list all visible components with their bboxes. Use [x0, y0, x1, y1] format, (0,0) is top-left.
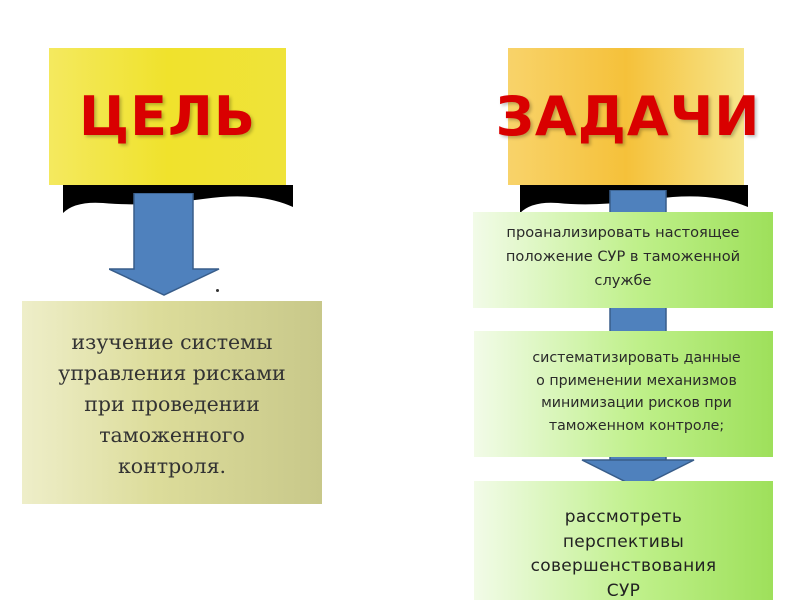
task-line: совершенствования [531, 554, 717, 579]
task-box-2: систематизировать данные о применении ме… [474, 331, 773, 457]
stray-dot [216, 289, 219, 292]
tasks-header: ЗАДАЧИ [508, 48, 744, 185]
goal-line: контроля. [58, 451, 285, 482]
task-line: перспективы [531, 530, 717, 555]
task-box-3: рассмотреть перспективы совершенствовани… [474, 481, 773, 600]
task-line: проанализировать настоящее [506, 221, 740, 245]
task-line: минимизации рисков при [532, 392, 740, 415]
goal-text: изучение системы управления рисками при … [58, 327, 285, 482]
goal-content-box: изучение системы управления рисками при … [22, 301, 322, 504]
task-line: рассмотреть [531, 505, 717, 530]
task-text: проанализировать настоящее положение СУР… [506, 221, 740, 293]
task-text: систематизировать данные о применении ме… [532, 347, 740, 437]
task-line: систематизировать данные [532, 347, 740, 370]
task-line: о применении механизмов [532, 370, 740, 393]
task-text: рассмотреть перспективы совершенствовани… [531, 505, 717, 603]
task-line: положение СУР в таможенной [506, 245, 740, 269]
goal-header: ЦЕЛЬ [49, 48, 286, 185]
goal-line: управления рисками [58, 358, 285, 389]
task-line: таможенном контроле; [532, 415, 740, 438]
tasks-title: ЗАДАЧИ [496, 85, 761, 148]
task-line: СУР [531, 579, 717, 603]
task-line: службе [506, 269, 740, 293]
goal-arrow [109, 193, 221, 297]
task-box-1: проанализировать настоящее положение СУР… [473, 212, 773, 308]
goal-title: ЦЕЛЬ [79, 85, 256, 148]
goal-line: таможенного [58, 420, 285, 451]
goal-line: при проведении [58, 389, 285, 420]
goal-line: изучение системы [58, 327, 285, 358]
